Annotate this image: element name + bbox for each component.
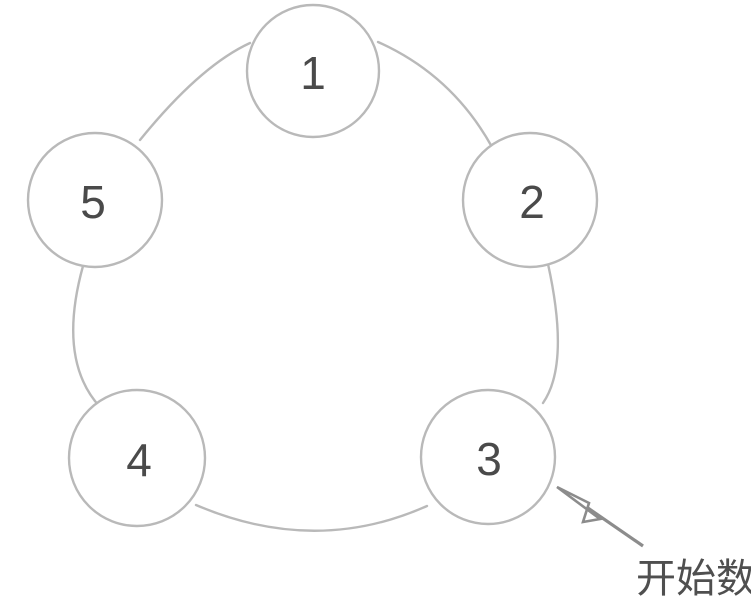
node-1-label: 1 bbox=[300, 47, 326, 99]
edge-2-to-3 bbox=[541, 262, 560, 405]
edge-5-to-1 bbox=[138, 41, 252, 142]
node-4[interactable]: 4 bbox=[67, 388, 207, 528]
node-3-circle[interactable] bbox=[419, 388, 557, 526]
annotation-label: 开始数 bbox=[636, 556, 751, 602]
node-5[interactable]: 5 bbox=[26, 131, 164, 269]
node-2-circle[interactable] bbox=[461, 131, 599, 269]
node-2-label: 2 bbox=[519, 176, 545, 228]
node-1[interactable]: 1 bbox=[245, 3, 381, 139]
node-4-label: 4 bbox=[126, 434, 152, 486]
edge-3-to-4 bbox=[194, 503, 429, 532]
node-5-circle[interactable] bbox=[26, 131, 164, 269]
edge-group bbox=[72, 40, 560, 532]
annotation-arrow-shaft bbox=[584, 504, 644, 548]
node-2[interactable]: 2 bbox=[461, 131, 599, 269]
node-3[interactable]: 3 bbox=[419, 388, 557, 526]
node-5-label: 5 bbox=[80, 176, 106, 228]
edge-1-to-2 bbox=[376, 40, 494, 149]
node-3-label: 3 bbox=[476, 433, 502, 485]
start-node-annotation: 开始数 bbox=[556, 485, 751, 602]
node-1-circle[interactable] bbox=[245, 3, 381, 139]
annotation-arrow-head bbox=[556, 485, 604, 524]
edge-4-to-5 bbox=[72, 264, 102, 409]
node-4-circle[interactable] bbox=[67, 388, 207, 528]
node-group: 1 2 3 4 5 bbox=[26, 3, 599, 528]
